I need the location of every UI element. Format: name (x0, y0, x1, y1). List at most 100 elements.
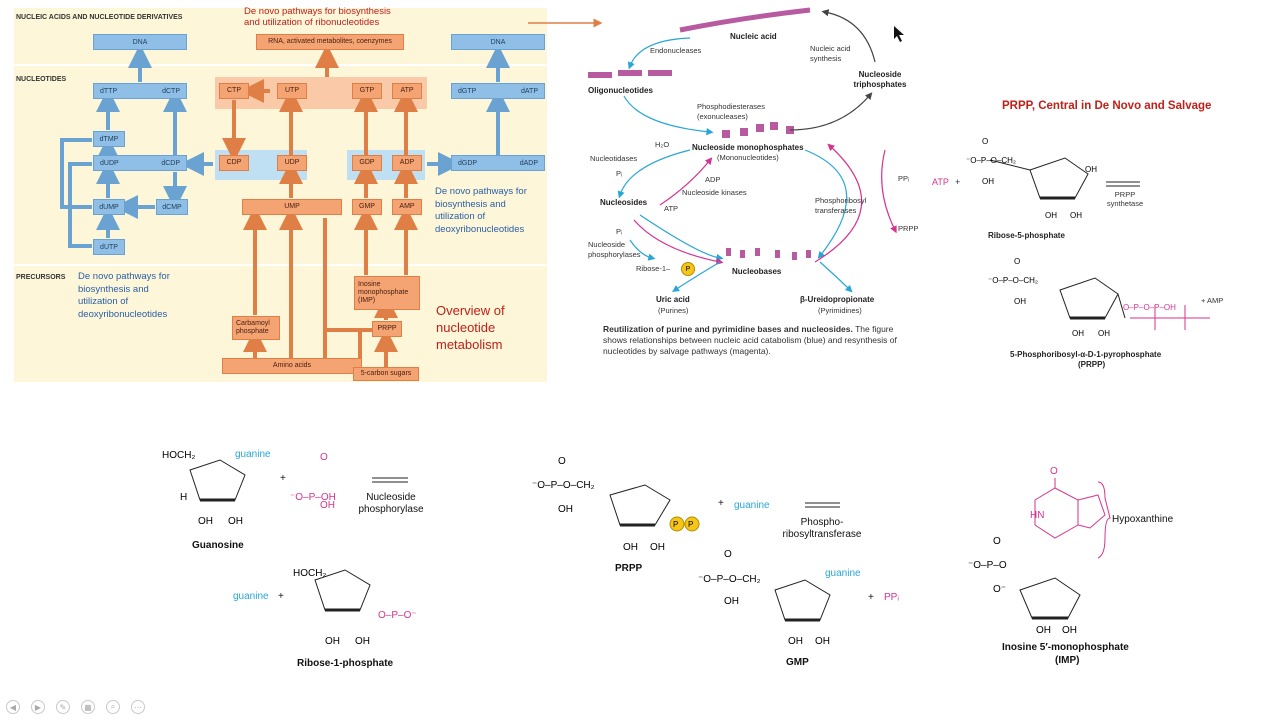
svg-text:OH: OH (650, 542, 665, 553)
atp-reactant: ATP (932, 177, 949, 187)
slides-grid-icon[interactable]: ▦ (81, 700, 95, 714)
dna-box-left: DNA (93, 34, 187, 50)
note-deoxy-left: De novo pathways for biosynthesis and ut… (78, 271, 170, 320)
svg-text:HOCH₂: HOCH₂ (293, 568, 326, 579)
svg-text:OH: OH (815, 636, 830, 647)
adp-box: ADP (392, 155, 422, 171)
phosphoribosyltransferase-label: Phospho- ribosyltransferase (782, 517, 862, 540)
svg-text:O: O (1014, 257, 1020, 266)
dtmp-box: dTMP (93, 131, 125, 147)
svg-text:⁻O–P–O: ⁻O–P–O (968, 560, 1007, 571)
phosphate-badge: P (681, 262, 695, 276)
dgdp-label: dGDP (458, 159, 478, 167)
dttp-label: dTTP (100, 87, 118, 95)
svg-text:OH: OH (325, 636, 340, 647)
dgdp-dadp-box: dGDP dADP (451, 155, 545, 171)
plus-2: + (278, 591, 284, 602)
svg-text:HN: HN (1030, 510, 1044, 521)
nmp-label: Nucleoside monophosphates (692, 143, 804, 152)
guanosine-label: Guanosine (192, 540, 244, 551)
imp-name-label: Inosine 5′-monophosphate (1002, 642, 1129, 653)
nucleic-acid-label: Nucleic acid (730, 32, 777, 41)
svg-text:OH: OH (1045, 211, 1057, 220)
phosphodiesterases-label: Phosphodiesterases (exonucleases) (697, 102, 765, 121)
guanine-label-3: guanine (734, 500, 770, 511)
header-precursors: PRECURSORS (16, 274, 66, 281)
prpp-structures: ⁻O–P–O–CH₂ O OH OH OH OH ⁻O–P–O–CH₂ O OH… (966, 137, 1210, 338)
dgtp-label: dGTP (458, 87, 477, 95)
svg-text:OH: OH (1085, 165, 1097, 174)
svg-text:O: O (982, 137, 988, 146)
plus-1: + (280, 473, 286, 484)
svg-text:⁻O–P–O–CH₂: ⁻O–P–O–CH₂ (988, 276, 1038, 285)
ribose1p-label: Ribose-1-phosphate (297, 658, 394, 669)
salvage-caption: Reutilization of purine and pyrimidine b… (603, 324, 903, 357)
amino-acids-box: Amino acids (222, 358, 362, 374)
plus-3: + (718, 498, 724, 509)
more-options-icon[interactable]: ⋯ (131, 700, 145, 714)
datp-label: dATP (521, 87, 538, 95)
pi2-label: Pᵢ (616, 227, 623, 236)
nucleosides-label: Nucleosides (600, 198, 648, 207)
guanine-label-1: guanine (235, 449, 271, 460)
h2o-label: H₂O (655, 140, 670, 149)
svg-text:OH: OH (198, 516, 213, 527)
adp-label: ADP (705, 175, 721, 184)
reaction-structures: P P HOCH₂ H OH OH ⁻O–P–OH O OH HOCH₂ OH … (162, 450, 1111, 647)
band-divider (14, 64, 547, 66)
imp-abbr-label: (IMP) (1055, 655, 1080, 666)
pen-tool-icon[interactable]: ✎ (56, 700, 70, 714)
svg-text:OH: OH (623, 542, 638, 553)
pyrimidines-label: (Pyrimidines) (818, 306, 862, 315)
pi-label: Pᵢ (616, 169, 623, 178)
dadp-label: dADP (519, 159, 538, 167)
svg-text:OH: OH (982, 177, 994, 186)
nucleoside-kinases-label: Nucleoside kinases (682, 188, 747, 197)
svg-text:⁻O–P–O–CH₂: ⁻O–P–O–CH₂ (966, 156, 1016, 165)
nucleobases-label: Nucleobases (732, 267, 782, 276)
sugars-box: 5-carbon sugars (353, 367, 419, 381)
uric-acid-label: Uric acid (656, 295, 690, 304)
prpp-box: PRPP (372, 321, 402, 337)
svg-text:OH: OH (1098, 329, 1110, 338)
ctp-box: CTP (219, 83, 249, 99)
metabolism-diagram-panel (14, 8, 547, 382)
gtp-box: GTP (352, 83, 382, 99)
svg-text:OH: OH (1070, 211, 1082, 220)
svg-text:OH: OH (1014, 297, 1026, 306)
svg-text:OH: OH (724, 596, 739, 607)
prpp-synthetase-label: PRPP synthetase (1106, 190, 1144, 208)
caption-bold: Reutilization of purine and pyrimidine b… (603, 324, 853, 334)
cdp-box: CDP (219, 155, 249, 171)
svg-text:O: O (724, 549, 732, 560)
udp-box: UDP (277, 155, 307, 171)
next-slide-button[interactable]: ▶ (31, 700, 45, 714)
gdp-box: GDP (352, 155, 382, 171)
plus-4: + (868, 592, 874, 603)
ppi-label: PPᵢ (884, 592, 899, 603)
svg-text:⁻O–P–O–CH₂: ⁻O–P–O–CH₂ (532, 480, 595, 491)
beta-ureido-label: β-Ureidopropionate (800, 295, 875, 304)
zoom-icon[interactable]: ⌕ (106, 700, 120, 714)
ribose1-label: Ribose-1– (636, 264, 671, 273)
nucleoside-phosphorylase-label: Nucleoside phosphorylase (358, 492, 424, 515)
ribose5p-label: Ribose-5-phosphate (988, 231, 1065, 240)
svg-text:⁻O–P–OH: ⁻O–P–OH (290, 492, 336, 503)
svg-text:OH: OH (558, 504, 573, 515)
nucleoside-phosphorylases-label: Nucleoside phosphorylases (588, 240, 641, 259)
band-divider (14, 264, 547, 266)
svg-text:HOCH₂: HOCH₂ (162, 450, 195, 461)
previous-slide-button[interactable]: ◀ (6, 700, 20, 714)
prpp-fullname: 5-Phosphoribosyl-α-D-1-pyrophosphate (1010, 350, 1162, 359)
purines-label: (Purines) (658, 306, 689, 315)
svg-text:O–P–O⁻: O–P–O⁻ (378, 610, 417, 621)
ntp-label: Nucleoside triphosphates (853, 70, 907, 89)
rna-box: RNA, activated metabolites, coenzymes (256, 34, 404, 50)
svg-text:H: H (180, 492, 187, 503)
hypoxanthine-label: Hypoxanthine (1112, 514, 1174, 525)
utp-box: UTP (277, 83, 307, 99)
svg-text:O: O (558, 456, 566, 467)
